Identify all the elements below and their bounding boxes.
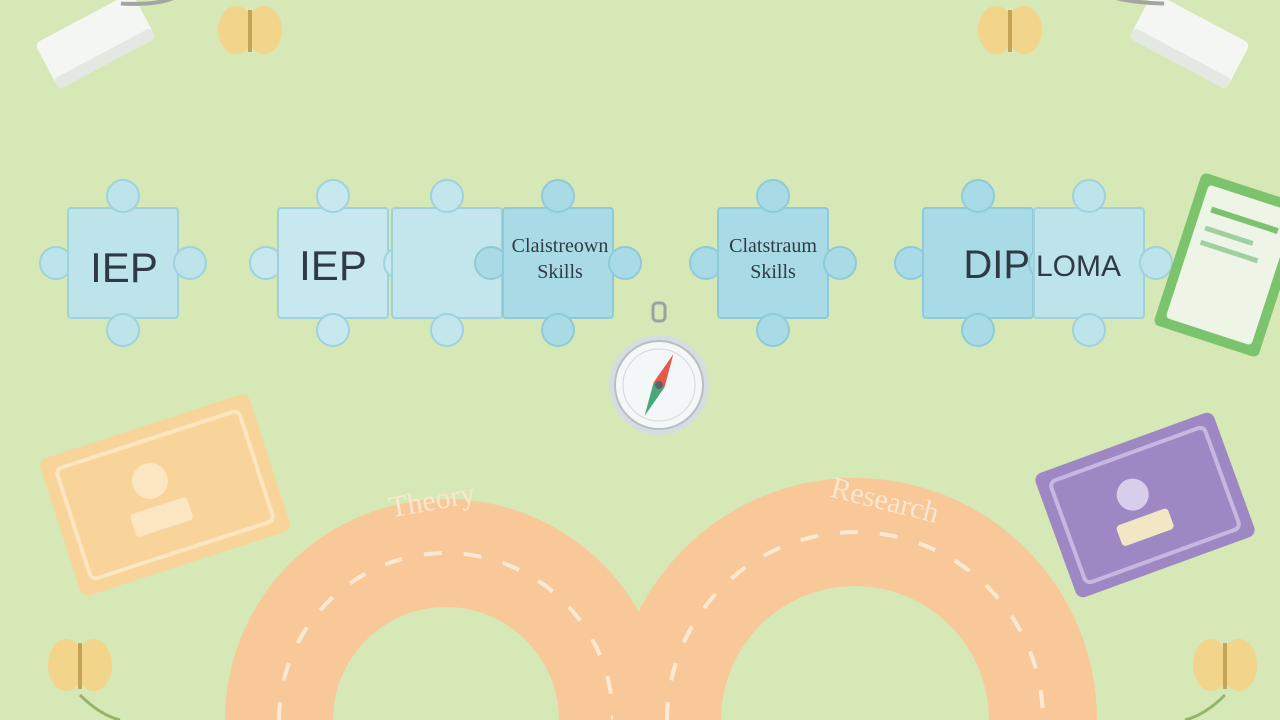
puzzle-label-classroom-1: Claistreown xyxy=(512,235,609,257)
puzzle-label-skills-1: Skills xyxy=(537,261,583,283)
graduation-cap-icon xyxy=(36,0,192,89)
road-arch-research xyxy=(613,478,1097,720)
diploma-certificate-icon xyxy=(1154,173,1280,357)
puzzle-piece-4 xyxy=(474,179,642,347)
id-card-icon xyxy=(40,394,290,596)
puzzle-piece-2 xyxy=(249,179,417,347)
butterfly-icon xyxy=(48,639,121,720)
puzzle-label-loma: LOMA xyxy=(1036,250,1121,283)
butterfly-icon xyxy=(218,6,282,54)
compass-icon xyxy=(609,301,709,435)
puzzle-piece-1 xyxy=(39,179,207,347)
puzzle-label-dip: DIP xyxy=(963,243,1030,287)
puzzle-piece-5 xyxy=(689,179,857,347)
puzzle-label-classroom-2: Clatstraum xyxy=(729,235,817,257)
butterfly-icon xyxy=(1184,639,1257,720)
puzzle-label-skills-2: Skills xyxy=(750,261,796,283)
road-arch-theory xyxy=(225,499,667,720)
puzzle-label-iep-2: IEP xyxy=(299,242,367,289)
butterfly-icon xyxy=(978,6,1042,54)
id-card-icon xyxy=(1035,412,1255,598)
puzzle-piece-6 xyxy=(894,179,1062,347)
graduation-cap-icon xyxy=(1084,0,1249,89)
puzzle-label-iep-1: IEP xyxy=(90,244,158,291)
